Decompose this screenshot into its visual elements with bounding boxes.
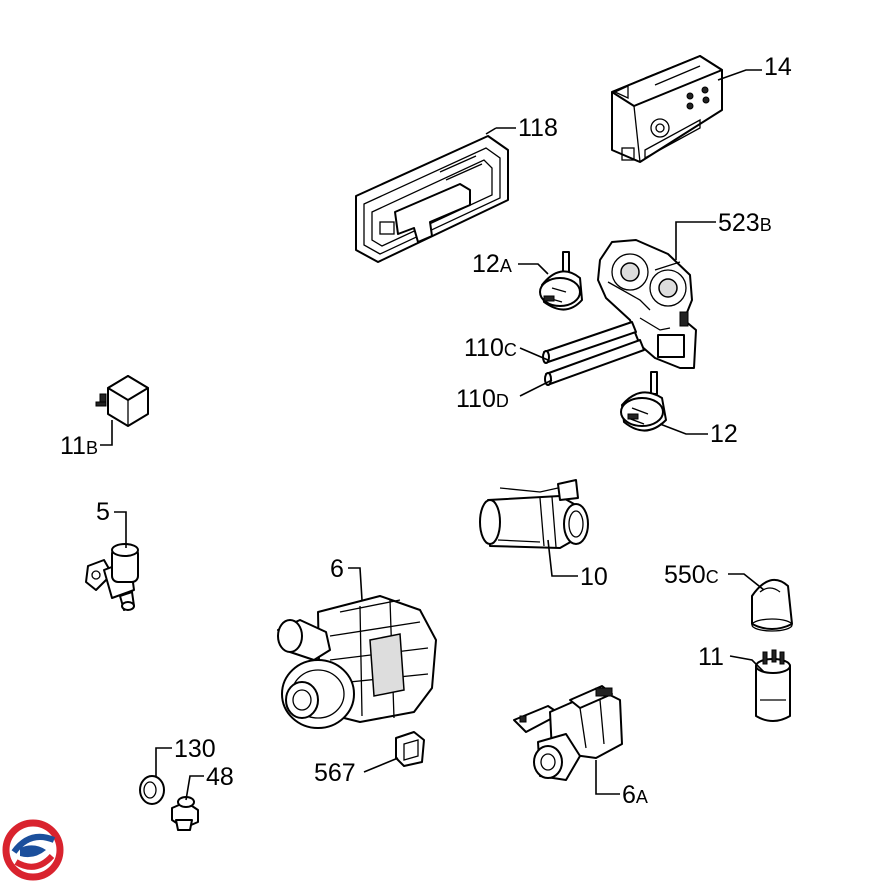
part-6-pump-motor xyxy=(277,595,437,729)
label-110d: 110D xyxy=(456,385,509,413)
label-14: 14 xyxy=(764,53,792,81)
label-5: 5 xyxy=(96,498,110,526)
part-10-heater xyxy=(479,479,589,549)
part-12-pressure-switch xyxy=(620,371,667,432)
part-labels: 14 118 523B 12A 110C 110D 12 11B 5 10 6 … xyxy=(60,53,792,809)
label-6: 6 xyxy=(330,555,344,583)
label-12a: 12A xyxy=(472,250,512,278)
label-567: 567 xyxy=(314,759,356,787)
part-12a-pressure-switch xyxy=(539,251,583,311)
part-550c-cap xyxy=(751,578,793,632)
label-118: 118 xyxy=(518,114,558,142)
label-11b: 11B xyxy=(60,432,98,460)
part-130-gasket xyxy=(139,775,165,805)
part-110d-tube xyxy=(544,339,645,386)
part-567-clip xyxy=(395,731,425,767)
label-10: 10 xyxy=(580,563,608,591)
part-5-solenoid-valve xyxy=(85,543,139,611)
brand-logo-icon xyxy=(2,819,64,881)
label-110c: 110C xyxy=(464,334,517,362)
part-6a-drain-pump xyxy=(513,685,623,781)
label-6a: 6A xyxy=(622,781,648,809)
part-11b-relay xyxy=(95,375,149,427)
label-523b: 523B xyxy=(718,209,772,237)
label-48: 48 xyxy=(206,763,234,791)
leader-lines xyxy=(100,69,765,801)
part-118-filter xyxy=(355,135,509,263)
part-14-control-module xyxy=(611,55,723,163)
part-11-capacitor xyxy=(755,649,791,722)
label-550c: 550C xyxy=(664,561,719,589)
label-130: 130 xyxy=(174,735,216,763)
part-523b-bracket xyxy=(597,239,697,369)
label-11: 11 xyxy=(698,643,724,671)
label-12: 12 xyxy=(710,420,738,448)
part-48-fitting xyxy=(171,796,199,831)
